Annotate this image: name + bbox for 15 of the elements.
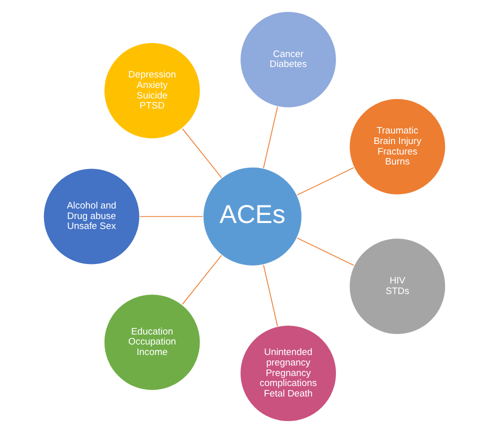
connector <box>138 216 203 217</box>
node-circle: Depression Anxiety Suicide PTSD <box>103 42 200 140</box>
connector <box>296 238 354 266</box>
connector <box>296 167 354 196</box>
node-circle: HIV STDs <box>348 238 446 335</box>
node-circle: Education Occupation Income <box>103 294 200 391</box>
connector <box>182 128 222 178</box>
node-circle: Unintended pregnancy Pregnancy complications Fetal Death <box>239 324 336 422</box>
node-circle: Traumatic Brain Injury Fractures Burns <box>348 98 446 196</box>
connector <box>262 106 278 169</box>
node-circle: Alcohol and Drug abuse Unsafe Sex <box>42 168 140 266</box>
connector <box>182 254 222 305</box>
node-circle: Cancer Diabetes <box>239 11 336 108</box>
connector <box>262 264 278 327</box>
node-circle: ACEs <box>202 166 302 266</box>
